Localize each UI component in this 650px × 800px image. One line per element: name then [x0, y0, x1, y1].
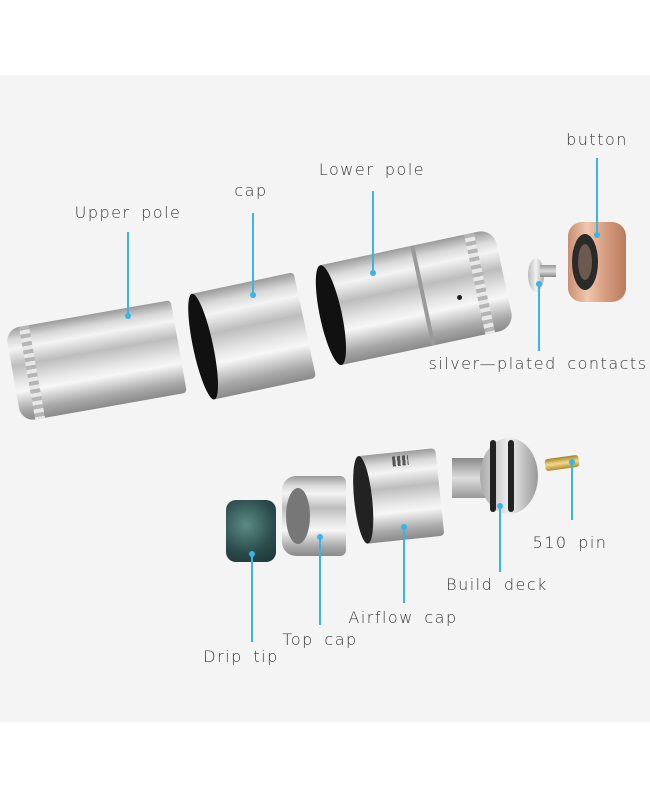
build-deck-label: Build deck	[446, 575, 548, 594]
top-cap-dot	[317, 534, 323, 540]
button-label: button	[566, 130, 628, 149]
drip-tip-label: Drip tip	[203, 647, 279, 666]
airflow-cap-dot	[401, 524, 407, 530]
silver-contact-stem	[540, 265, 556, 277]
upper-pole-label: Upper pole	[74, 203, 182, 222]
button-dot	[594, 232, 600, 238]
upper-pole-leader	[127, 232, 129, 316]
contacts-label: silver—plated contacts	[428, 354, 648, 373]
top-cap-label: Top cap	[282, 630, 358, 649]
drip-tip-dot	[249, 551, 255, 557]
contacts-leader	[538, 283, 540, 351]
build-deck-leader	[499, 506, 501, 572]
lower-pole-dot	[370, 270, 376, 276]
airflow-cap-label: Airflow cap	[348, 608, 458, 627]
pin-label: 510 pin	[532, 533, 608, 552]
cap-dot	[250, 292, 256, 298]
top-cap-leader	[319, 537, 321, 625]
airflow-cap-part	[349, 448, 445, 545]
button-leader	[596, 158, 598, 235]
cap-leader	[252, 213, 254, 295]
airflow-cap-leader	[403, 527, 405, 603]
contacts-dot	[536, 281, 542, 287]
build-deck-dot	[497, 503, 503, 509]
cap-label: cap	[234, 181, 268, 200]
upper-pole-dot	[125, 313, 131, 319]
pin-leader	[571, 462, 573, 520]
top-cap-part	[282, 476, 346, 556]
build-deck-part	[452, 438, 538, 514]
lower-pole-leader	[372, 191, 374, 273]
pin-dot	[569, 459, 575, 465]
lower-pole-label: Lower pole	[318, 160, 426, 179]
drip-tip-leader	[251, 554, 253, 642]
